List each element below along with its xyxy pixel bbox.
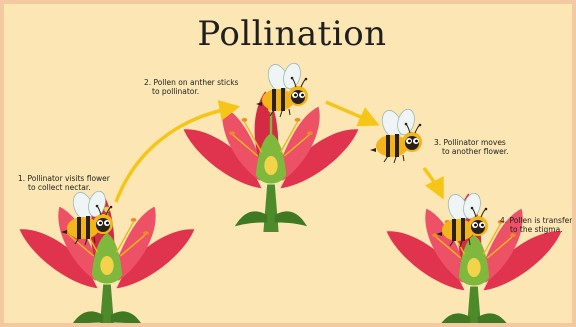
step-2-line-1: 2. Pollen on anther sticks <box>144 78 238 87</box>
step-4-caption: 4. Pollen is transferred to the stigma. <box>500 216 576 234</box>
step-1-line-1: 1. Pollinator visits flower <box>18 174 110 183</box>
step-4-line-2: to the stigma. <box>500 225 576 234</box>
step-3-caption: 3. Pollinator moves to another flower. <box>434 138 508 156</box>
step-1-caption: 1. Pollinator visits flower to collect n… <box>18 174 110 192</box>
arrow-2 <box>326 102 372 122</box>
bee-3 <box>370 107 422 163</box>
step-1-line-2: to collect nectar. <box>18 183 110 192</box>
page-title: Pollination <box>4 14 576 54</box>
arrow-3 <box>424 168 440 192</box>
step-3-line-1: 3. Pollinator moves <box>434 138 508 147</box>
step-3-line-2: to another flower. <box>434 147 508 156</box>
step-4-line-1: 4. Pollen is transferred <box>500 216 576 225</box>
step-2-caption: 2. Pollen on anther sticks to pollinator… <box>144 78 238 96</box>
step-2-line-2: to pollinator. <box>144 87 238 96</box>
